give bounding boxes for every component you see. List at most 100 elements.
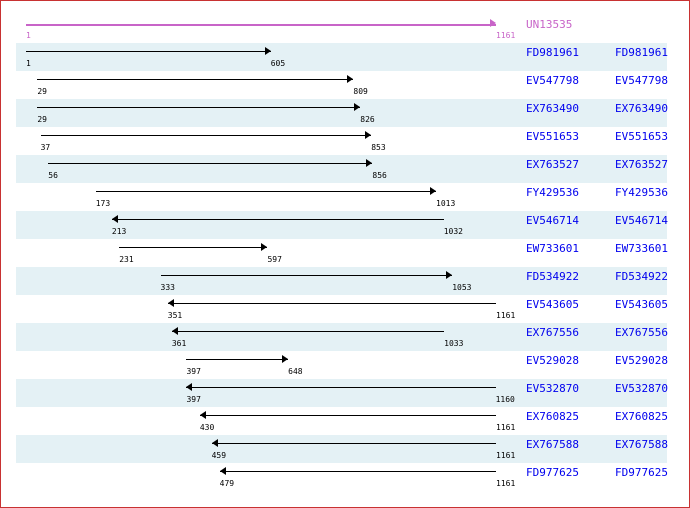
sequence-link-secondary[interactable]: FD977625 bbox=[615, 466, 668, 479]
end-position: 1161 bbox=[496, 311, 516, 320]
arrow-right-icon bbox=[366, 159, 373, 167]
alignment-arrow-line[interactable] bbox=[48, 163, 373, 164]
alignment-row: 397 648 EV529028 EV529028 bbox=[16, 351, 668, 379]
alignment-arrow-line[interactable] bbox=[37, 79, 354, 80]
end-position: 1161 bbox=[496, 423, 516, 432]
sequence-link-secondary[interactable]: EV532870 bbox=[615, 382, 668, 395]
end-position: 1161 bbox=[496, 31, 516, 40]
arrow-left-icon bbox=[171, 327, 178, 335]
alignment-arrow-line[interactable] bbox=[40, 135, 372, 136]
start-position: 1 bbox=[26, 31, 31, 40]
alignment-row: 1 605 FD981961 FD981961 bbox=[16, 43, 668, 71]
alignment-arrow-line[interactable] bbox=[111, 219, 444, 220]
sequence-link-secondary[interactable]: EX760825 bbox=[615, 410, 668, 423]
alignment-arrow-line[interactable] bbox=[186, 387, 496, 388]
sequence-link-secondary[interactable]: EX767556 bbox=[615, 326, 668, 339]
end-position: 856 bbox=[372, 171, 387, 180]
sequence-link[interactable]: EV543605 bbox=[526, 298, 579, 311]
sequence-link[interactable]: UN13535 bbox=[526, 18, 573, 31]
start-position: 333 bbox=[160, 283, 175, 292]
start-position: 231 bbox=[119, 255, 134, 264]
end-position: 853 bbox=[371, 143, 386, 152]
sequence-link-secondary[interactable]: EV547798 bbox=[615, 74, 668, 87]
alignment-arrow-line[interactable] bbox=[26, 24, 496, 26]
sequence-link[interactable]: EV547798 bbox=[526, 74, 579, 87]
sequence-link[interactable]: EX767556 bbox=[526, 326, 579, 339]
arrow-right-icon bbox=[430, 187, 437, 195]
sequence-link-secondary[interactable]: EV546714 bbox=[615, 214, 668, 227]
sequence-link[interactable]: EW733601 bbox=[526, 242, 579, 255]
sequence-link[interactable]: EX760825 bbox=[526, 410, 579, 423]
end-position: 1013 bbox=[436, 199, 456, 208]
sequence-link-secondary[interactable]: EX763527 bbox=[615, 158, 668, 171]
arrow-left-icon bbox=[199, 411, 206, 419]
start-position: 56 bbox=[48, 171, 58, 180]
alignment-arrow-line[interactable] bbox=[219, 471, 496, 472]
alignment-arrow-line[interactable] bbox=[95, 191, 437, 192]
start-position: 351 bbox=[167, 311, 183, 320]
sequence-link[interactable]: EV546714 bbox=[526, 214, 579, 227]
alignment-arrow-line[interactable] bbox=[186, 359, 289, 360]
start-position: 29 bbox=[37, 87, 47, 96]
arrow-left-icon bbox=[111, 215, 118, 223]
arrow-right-icon bbox=[354, 103, 361, 111]
sequence-link-secondary[interactable]: FY429536 bbox=[615, 186, 668, 199]
sequence-link[interactable]: EV532870 bbox=[526, 382, 579, 395]
arrow-left-icon bbox=[211, 439, 218, 447]
arrow-right-icon bbox=[282, 355, 289, 363]
sequence-link-secondary[interactable]: EX767588 bbox=[615, 438, 668, 451]
alignment-arrow-line[interactable] bbox=[37, 107, 361, 108]
alignment-arrow-line[interactable] bbox=[211, 443, 496, 444]
alignment-arrow-line[interactable] bbox=[171, 331, 445, 332]
alignment-arrow-line[interactable] bbox=[160, 275, 453, 276]
sequence-link-secondary[interactable]: EV551653 bbox=[615, 130, 668, 143]
sequence-link[interactable]: FD534922 bbox=[526, 270, 579, 283]
start-position: 361 bbox=[171, 339, 187, 348]
sequence-link-secondary[interactable]: FD981961 bbox=[615, 46, 668, 59]
alignment-arrow-line[interactable] bbox=[119, 247, 268, 248]
sequence-link-secondary[interactable]: FD534922 bbox=[615, 270, 668, 283]
alignment-arrow-line[interactable] bbox=[199, 415, 496, 416]
sequence-link[interactable]: FD977625 bbox=[526, 466, 579, 479]
start-position: 173 bbox=[95, 199, 111, 208]
sequence-link[interactable]: FY429536 bbox=[526, 186, 579, 199]
arrow-left-icon bbox=[186, 383, 193, 391]
sequence-link-secondary[interactable]: EW733601 bbox=[615, 242, 668, 255]
sequence-link[interactable]: FD981961 bbox=[526, 46, 579, 59]
end-position: 1161 bbox=[496, 479, 516, 488]
end-position: 597 bbox=[267, 255, 282, 264]
start-position: 397 bbox=[186, 395, 201, 404]
start-position: 29 bbox=[37, 115, 47, 124]
sequence-link[interactable]: EV551653 bbox=[526, 130, 579, 143]
end-position: 826 bbox=[360, 115, 375, 124]
end-position: 1033 bbox=[444, 339, 464, 348]
alignment-arrow-line[interactable] bbox=[167, 303, 496, 304]
sequence-link-secondary[interactable]: EX763490 bbox=[615, 102, 668, 115]
end-position: 1161 bbox=[496, 451, 516, 460]
start-position: 397 bbox=[186, 367, 201, 376]
sequence-link-secondary[interactable]: EV543605 bbox=[615, 298, 668, 311]
sequence-link[interactable]: EX767588 bbox=[526, 438, 579, 451]
sequence-link[interactable]: EX763490 bbox=[526, 102, 579, 115]
end-position: 648 bbox=[288, 367, 303, 376]
arrow-right-icon bbox=[490, 19, 496, 27]
sequence-link[interactable]: EX763527 bbox=[526, 158, 579, 171]
sequence-link-secondary[interactable]: EV529028 bbox=[615, 354, 668, 367]
arrow-left-icon bbox=[167, 299, 174, 307]
start-position: 1 bbox=[26, 59, 31, 68]
alignment-arrow-line[interactable] bbox=[26, 51, 271, 52]
arrow-right-icon bbox=[446, 271, 453, 279]
sequence-link[interactable]: EV529028 bbox=[526, 354, 579, 367]
alignment-row: 351 1161 EV543605 EV543605 bbox=[16, 295, 668, 323]
start-position: 479 bbox=[219, 479, 235, 488]
arrow-right-icon bbox=[365, 131, 372, 139]
end-position: 605 bbox=[270, 59, 286, 68]
alignment-row: 479 1161 FD977625 FD977625 bbox=[16, 463, 668, 491]
start-position: 213 bbox=[111, 227, 127, 236]
